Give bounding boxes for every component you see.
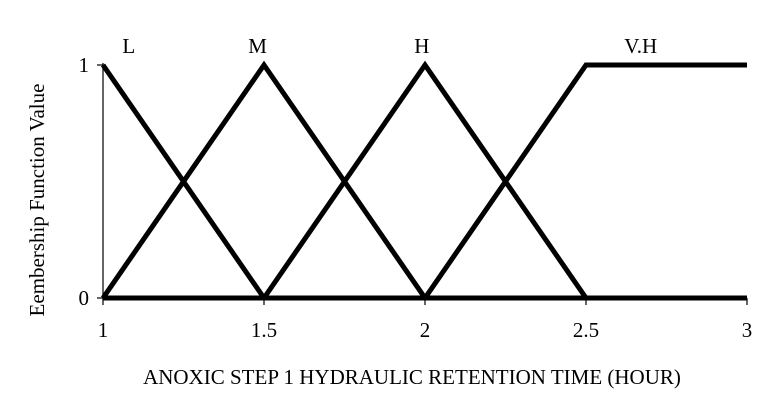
x-axis-title: ANOXIC STEP 1 HYDRAULIC RETENTION TIME (… [143, 365, 681, 389]
x-tick-label: 2 [420, 318, 431, 342]
y-axis-title: Eembership Function Value [25, 84, 49, 317]
set-label: L [122, 34, 135, 58]
x-tick-label: 2.5 [573, 318, 599, 342]
series-line-l [100, 63, 747, 301]
x-tick-label: 1.5 [251, 318, 277, 342]
series-line-m [100, 60, 747, 301]
series-line-h [103, 60, 747, 301]
y-tick-label: 0 [79, 286, 90, 310]
y-tick-label: 1 [79, 53, 90, 77]
set-label: H [414, 34, 429, 58]
series-layer [100, 60, 747, 301]
series-line-v-h [103, 62, 747, 301]
x-tick-label: 1 [98, 318, 109, 342]
set-label: M [248, 34, 267, 58]
labels-layer: L M H V.H [122, 34, 657, 58]
set-label: V.H [624, 34, 657, 58]
x-tick-label: 3 [742, 318, 753, 342]
